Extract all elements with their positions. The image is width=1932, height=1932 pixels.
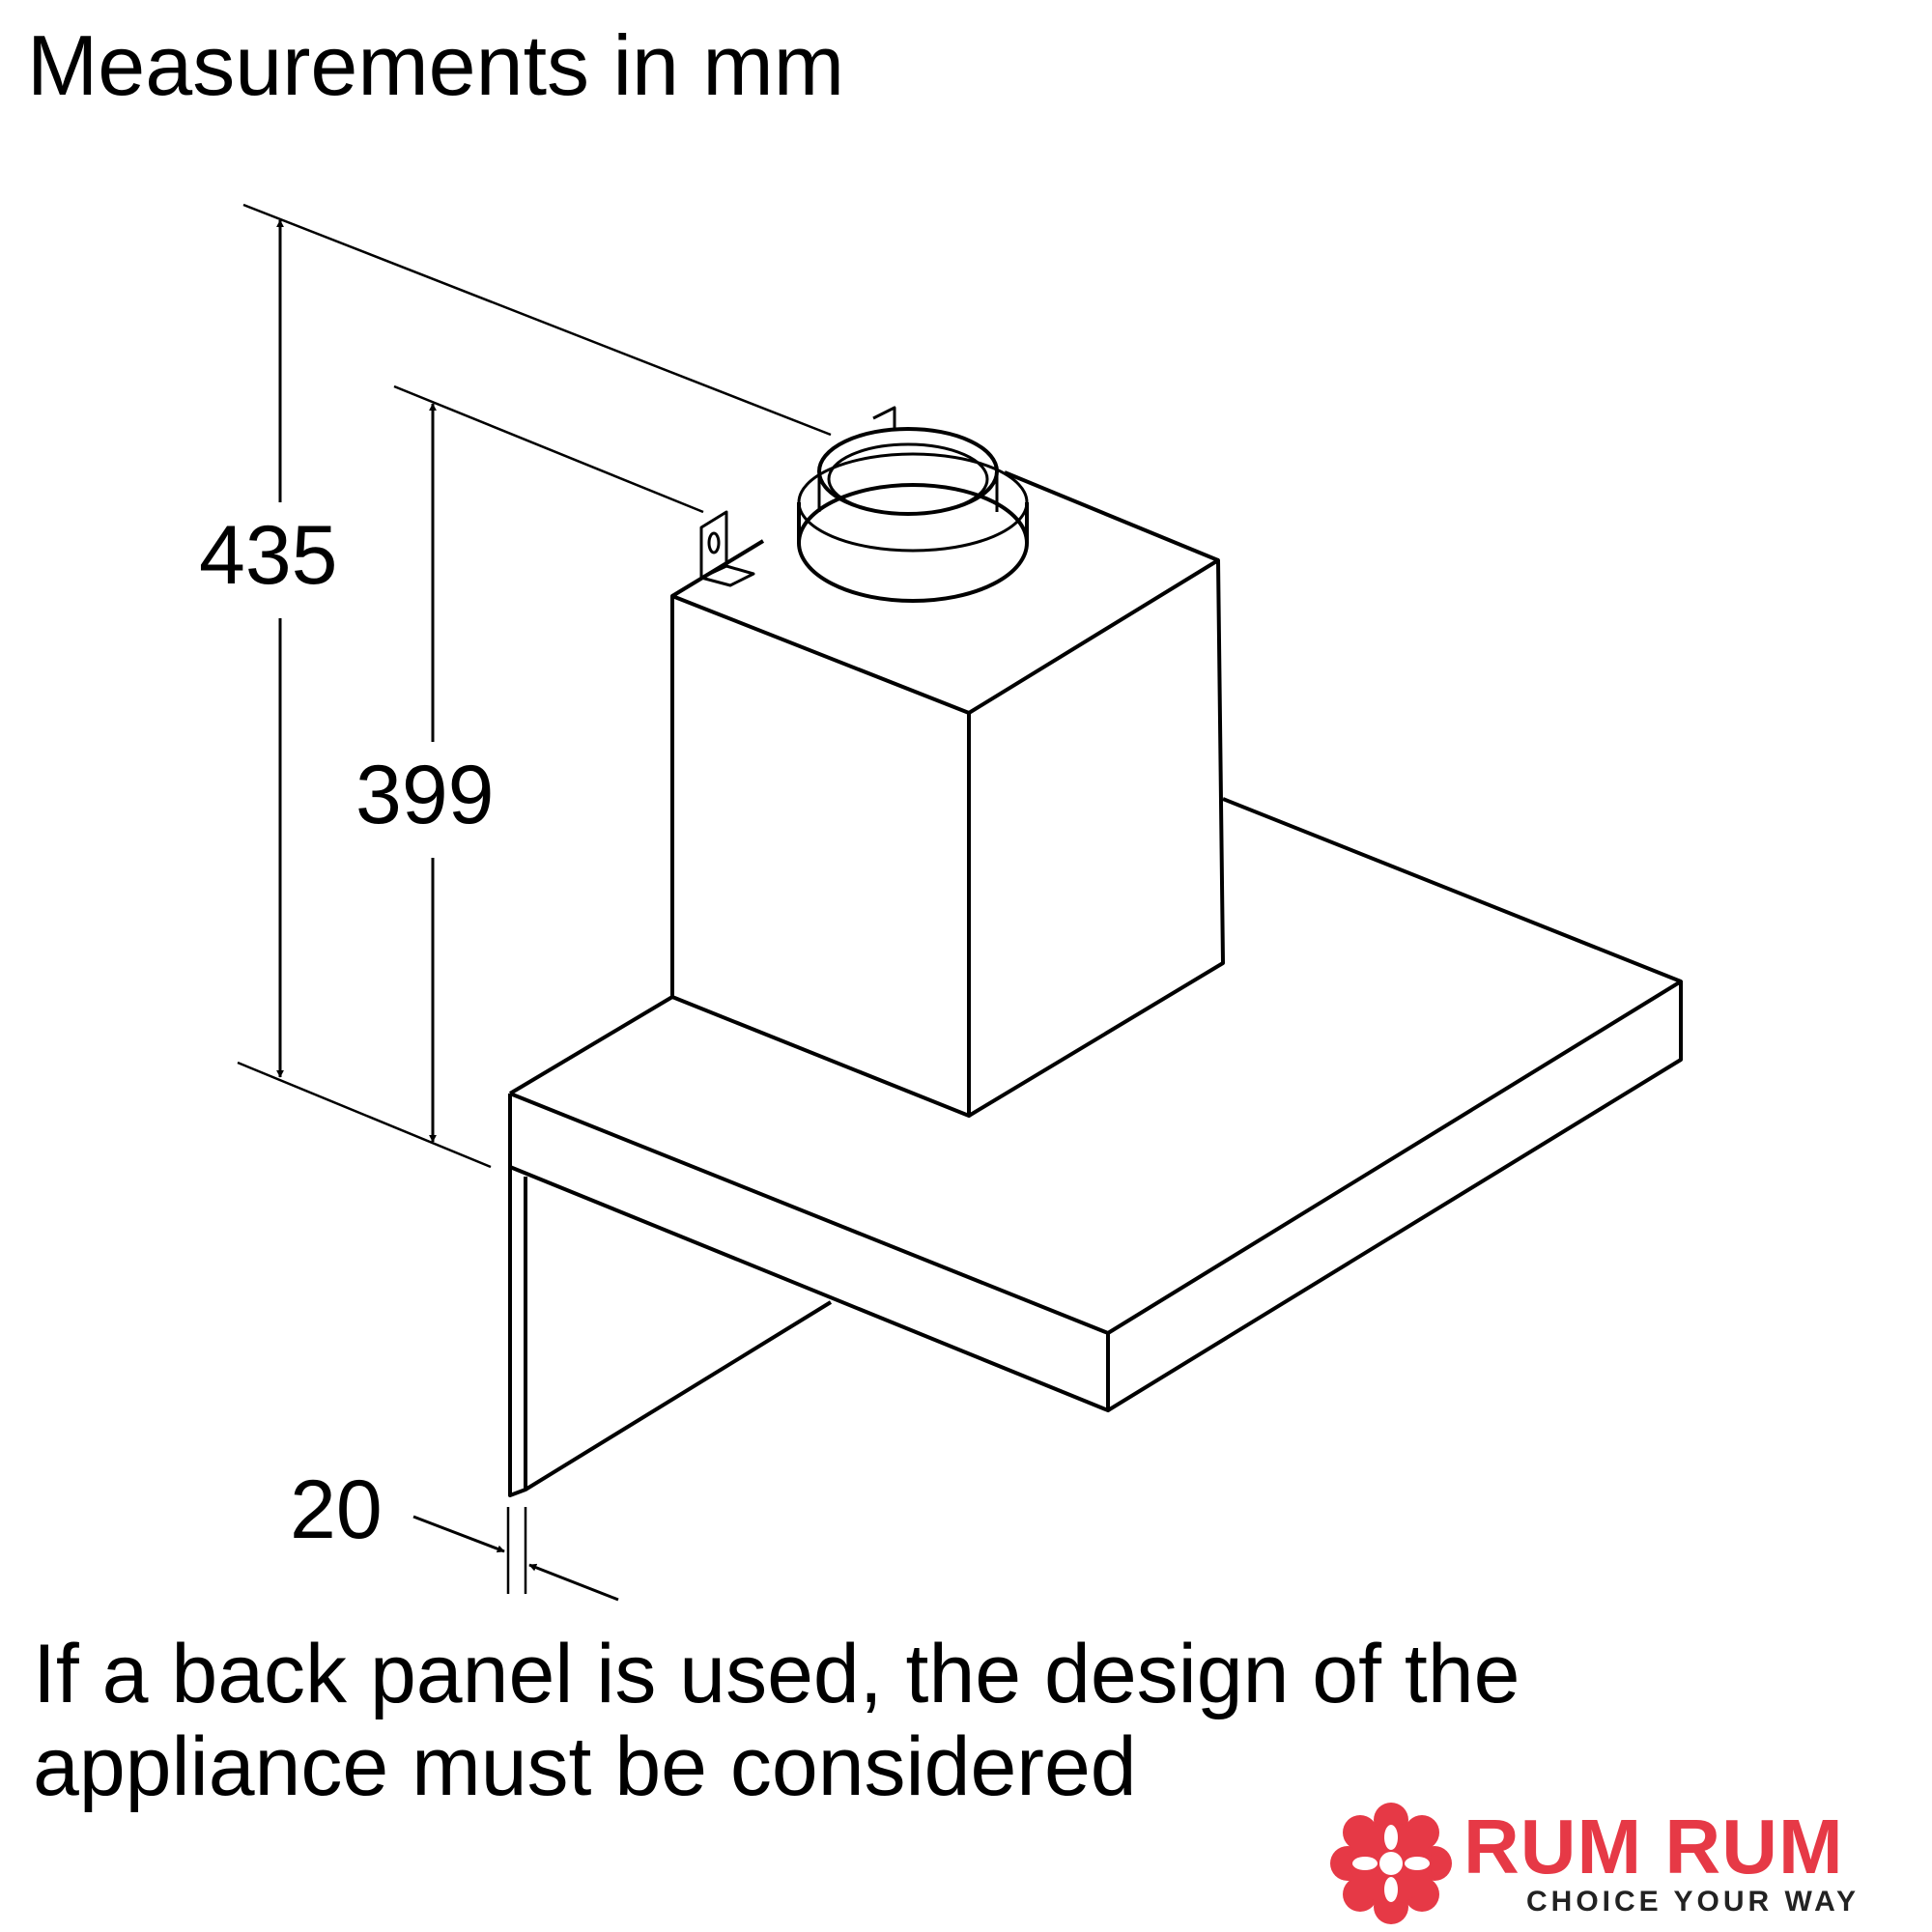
chimney-front	[670, 594, 971, 1118]
dimension-arrow-20-right	[528, 1563, 619, 1602]
note-line-1: If a back panel is used, the design of t…	[33, 1628, 1520, 1720]
dimension-label-20: 20	[290, 1463, 383, 1556]
dimension-arrow-20-left	[412, 1515, 505, 1553]
back-panel	[508, 1167, 527, 1497]
note-line-2: appliance must be considered	[33, 1720, 1137, 1813]
dimension-label-435: 435	[199, 509, 338, 602]
collar-base	[797, 483, 1029, 603]
collar-ring	[797, 452, 1029, 553]
brand-name: RUM RUM	[1463, 1804, 1844, 1889]
brand-tagline: CHOICE YOUR WAY	[1526, 1886, 1861, 1918]
collar-top-inner	[827, 442, 989, 516]
canopy-right-face	[1106, 981, 1683, 1412]
chimney-top-left	[670, 539, 765, 598]
mounting-bracket	[699, 510, 728, 580]
page-title: Measurements in mm	[27, 17, 845, 113]
brand-logo: RUM RUM CHOICE YOUR WAY	[1328, 1803, 1908, 1924]
back-panel-diagonal	[524, 1300, 833, 1492]
dimension-label-399: 399	[355, 749, 495, 841]
chimney-top-right	[1004, 470, 1219, 562]
back-panel-note: If a back panel is used, the design of t…	[33, 1628, 1520, 1813]
canopy-front-face	[508, 1094, 1110, 1412]
extension-line-top	[242, 203, 832, 437]
extension-line-bottom	[237, 1061, 492, 1169]
extension-line-box-top	[393, 384, 704, 514]
canopy-top	[509, 797, 1683, 1335]
flower-logo-icon	[1330, 1803, 1452, 1924]
chimney-right	[967, 558, 1225, 1118]
canopy-back-edge	[508, 995, 674, 1095]
